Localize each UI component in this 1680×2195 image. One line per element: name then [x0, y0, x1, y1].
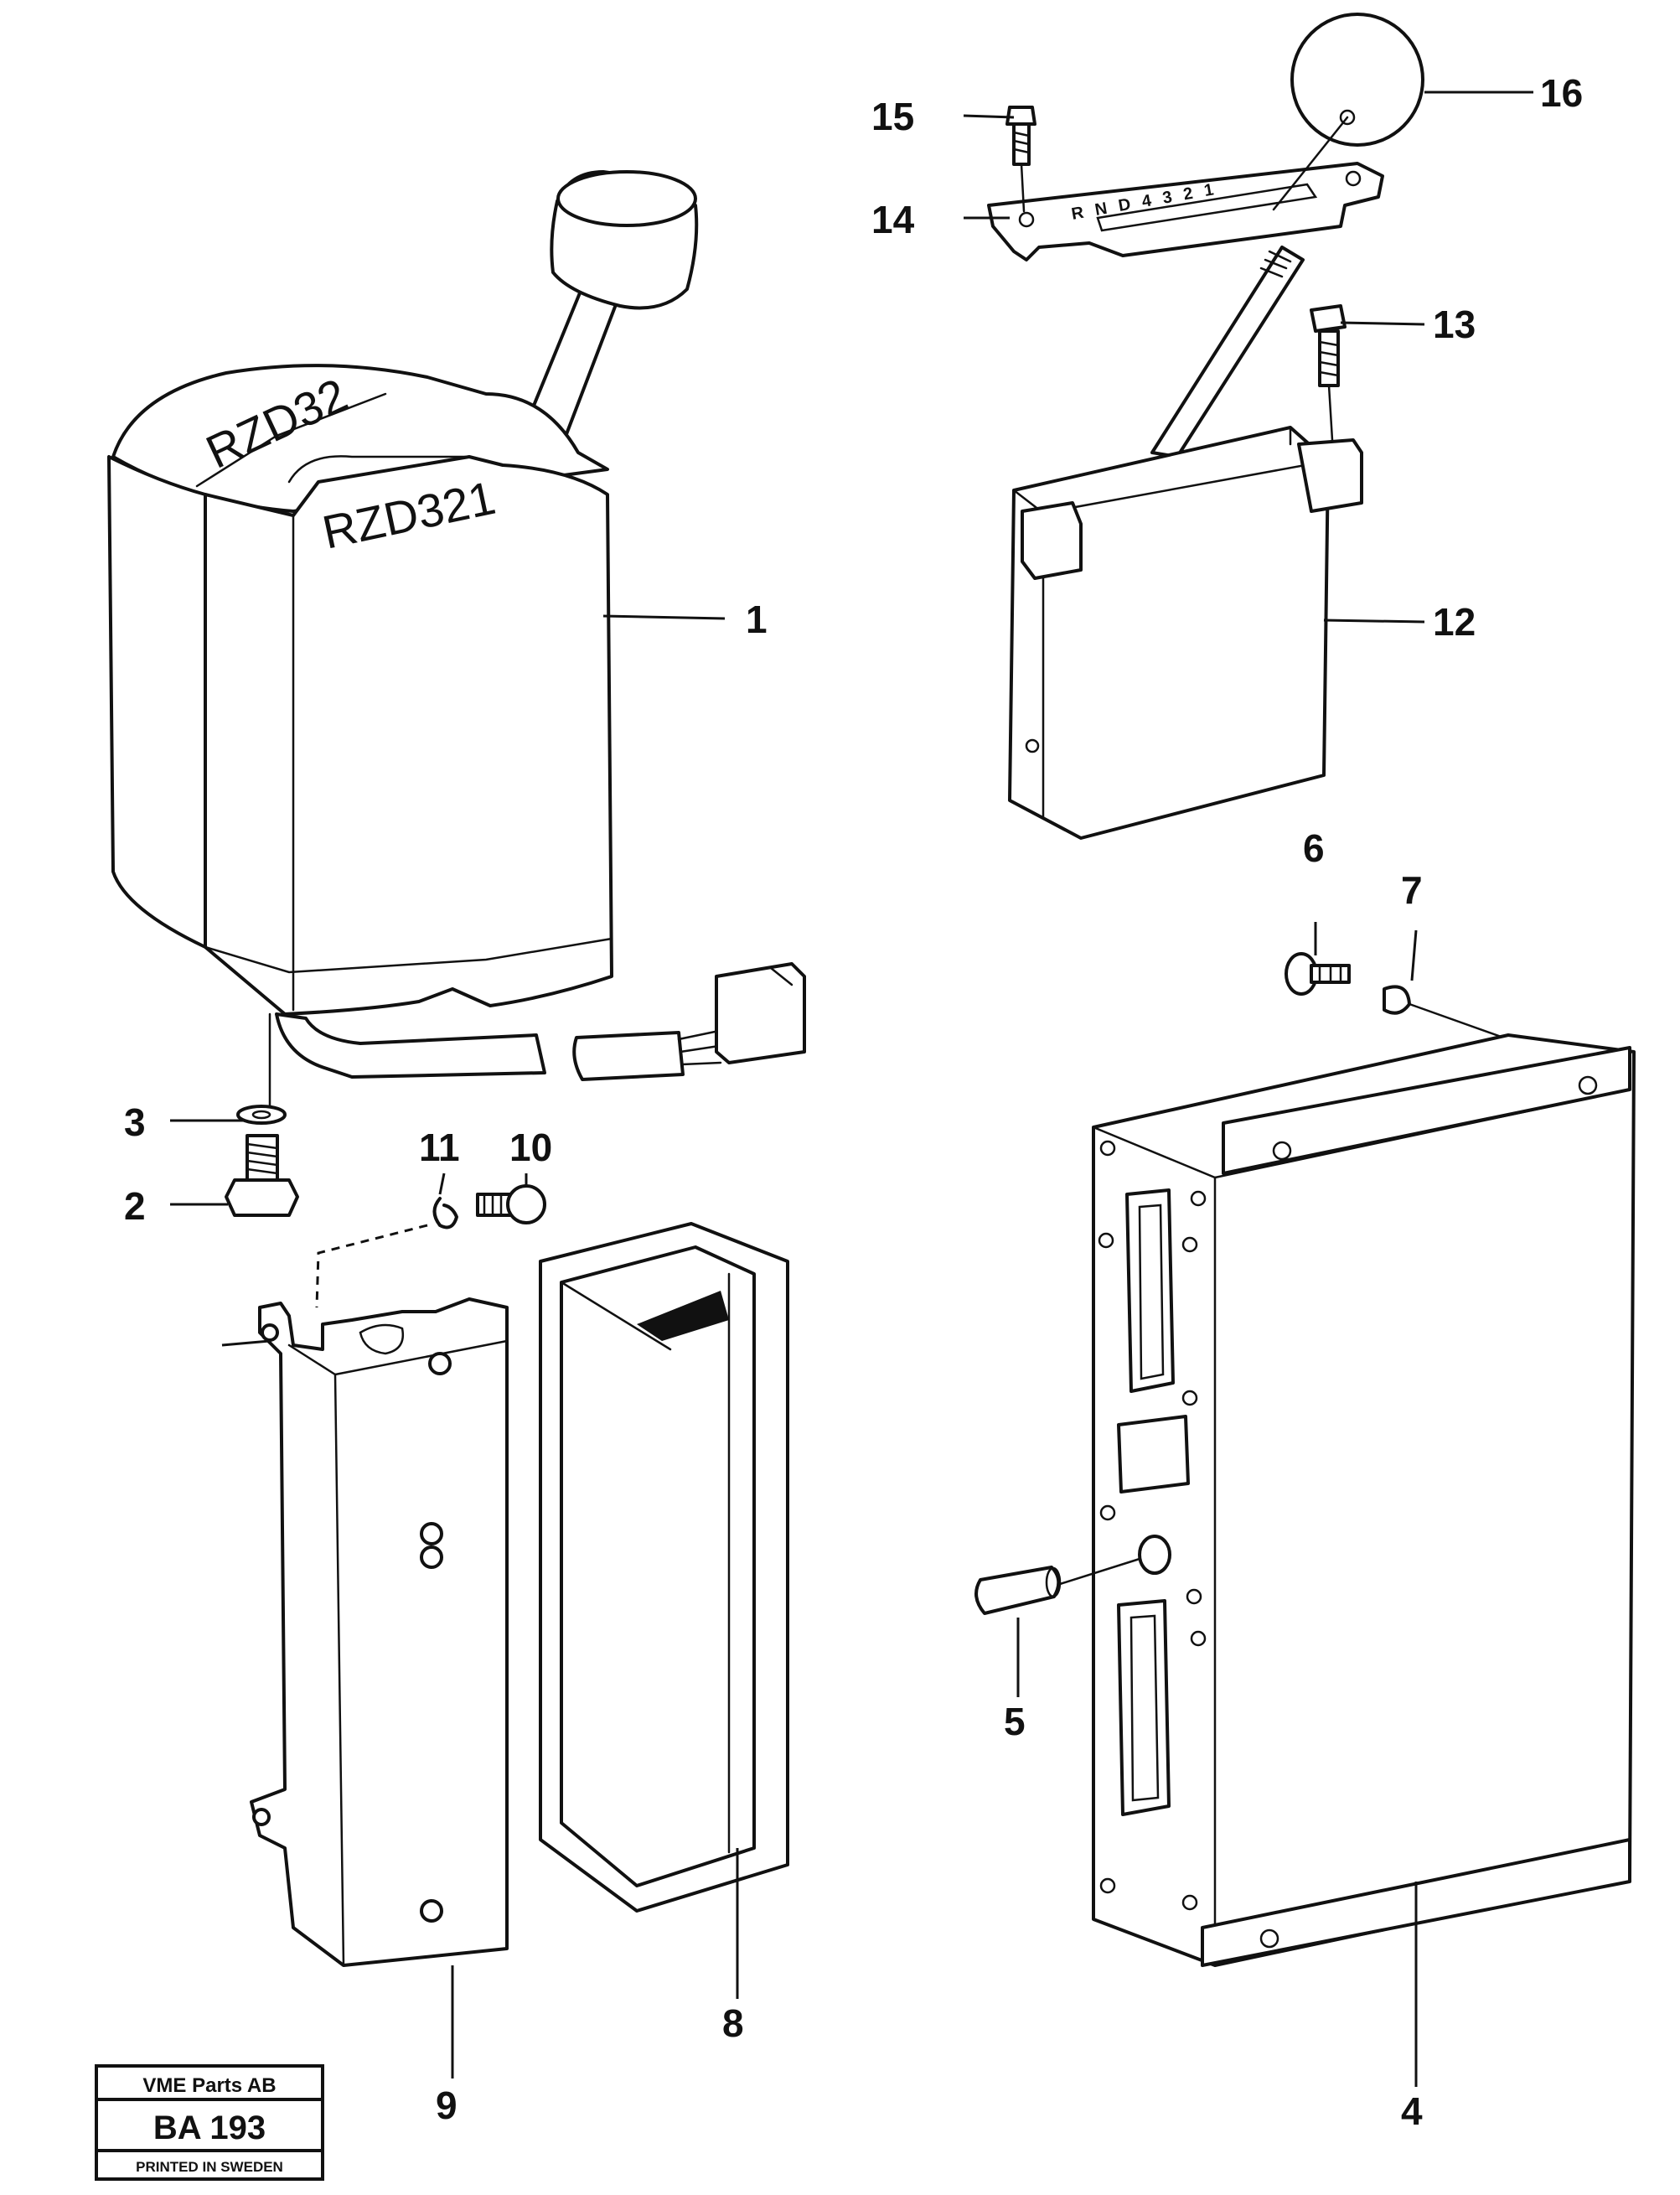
screw-and-washer [1285, 952, 1510, 1041]
pin [974, 1557, 1141, 1615]
gear-plate: RND4321 [987, 116, 1384, 261]
bracket [250, 1297, 509, 1967]
control-unit [1008, 246, 1363, 840]
callout-14: 14 [871, 198, 915, 241]
callout-15: 15 [871, 95, 914, 138]
callout-2: 2 [124, 1184, 146, 1228]
callout-9: 9 [436, 2084, 457, 2127]
callout-6: 6 [1303, 826, 1325, 870]
bolt-13 [1310, 304, 1347, 442]
callout-7: 7 [1401, 868, 1423, 912]
screw-15 [1005, 106, 1036, 213]
callout-16: 16 [1540, 71, 1583, 115]
stamp-company: VME Parts AB [142, 2074, 276, 2097]
bolt-and-washer [225, 1105, 299, 1217]
callout-labels: 1 2 3 4 5 6 7 8 9 10 11 12 13 14 15 16 [124, 71, 1583, 2133]
cover [539, 1222, 789, 1913]
stamp-box: VME Parts AB BA 193 PRINTED IN SWEDEN [95, 2064, 324, 2181]
callout-10: 10 [509, 1126, 552, 1169]
callout-13: 13 [1433, 303, 1476, 346]
callout-8: 8 [722, 2001, 744, 2045]
stamp-code: BA 193 [153, 2110, 266, 2146]
gear-selector-housing: RZD32 RZD321 [107, 170, 806, 1108]
callout-11: 11 [419, 1126, 460, 1169]
callout-5: 5 [1004, 1700, 1026, 1743]
callout-1: 1 [746, 598, 768, 641]
leader-lines [170, 91, 1533, 2087]
screw-and-clip [432, 1184, 546, 1230]
stamp-printed: PRINTED IN SWEDEN [136, 2159, 283, 2175]
callout-12: 12 [1433, 600, 1476, 644]
callout-4: 4 [1401, 2089, 1423, 2133]
ecu-box [1092, 1033, 1636, 1967]
knob-ball [1290, 13, 1424, 147]
callout-3: 3 [124, 1100, 146, 1144]
